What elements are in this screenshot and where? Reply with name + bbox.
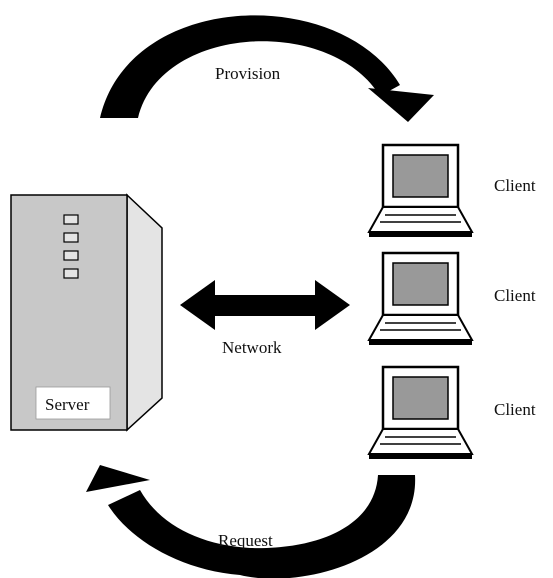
laptop-screen	[392, 376, 449, 420]
server-drive-bay	[63, 250, 79, 261]
laptop-keyboard	[367, 428, 474, 455]
server-icon	[10, 193, 163, 432]
request-label: Request	[218, 531, 273, 550]
request-arrow-head	[86, 465, 150, 492]
laptop-base	[369, 232, 472, 237]
server-side-panel	[126, 193, 163, 432]
laptop-base	[369, 454, 472, 459]
laptop-icon	[367, 365, 474, 459]
server-drive-bay	[63, 214, 79, 225]
provision-arrow-body	[100, 15, 400, 118]
client-label: Client	[494, 400, 536, 419]
provision-label: Provision	[215, 64, 281, 83]
request-arrow	[86, 465, 416, 578]
network-label: Network	[222, 338, 282, 357]
client-label: Client	[494, 176, 536, 195]
request-arrow-body	[108, 475, 416, 578]
server-label: Server	[45, 395, 90, 414]
provision-arrow-head	[368, 88, 434, 122]
laptop-keyboard	[367, 314, 474, 341]
provision-arrow	[100, 15, 434, 122]
laptop-icon	[367, 143, 474, 237]
laptop-base	[369, 340, 472, 345]
client-label: Client	[494, 286, 536, 305]
laptop-keyboard	[367, 206, 474, 233]
server-drive-bay	[63, 268, 79, 279]
laptop-screen	[392, 262, 449, 306]
laptop-screen	[392, 154, 449, 198]
network-arrow	[180, 280, 350, 330]
server-label-box	[35, 386, 111, 420]
server-drive-bay	[63, 232, 79, 243]
laptop-icon	[367, 251, 474, 345]
